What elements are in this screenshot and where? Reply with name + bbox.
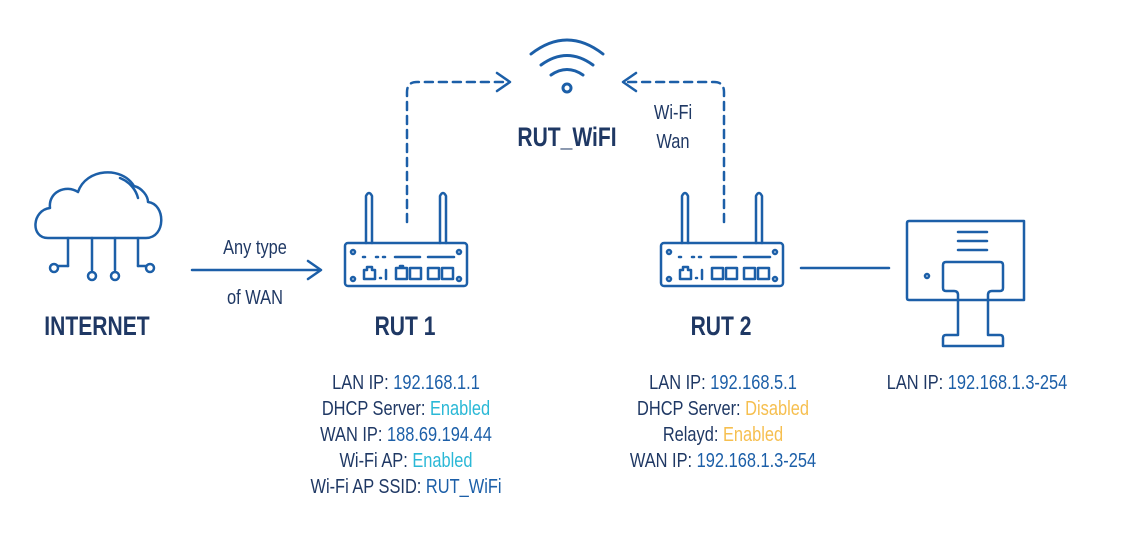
info-key: DHCP Server: [321,398,430,420]
info-value: Enabled [722,424,784,446]
info-key: WAN IP: [320,424,387,446]
info-key: LAN IP: [886,372,948,394]
info-value: 192.168.5.1 [710,372,797,394]
info-row: WAN IP: 188.69.194.44 [283,422,529,448]
router-icon-rut2 [659,191,785,288]
info-key: DHCP Server: [637,398,746,420]
wan-label-top: Any type [223,237,287,259]
router-icon-rut1 [343,191,469,288]
rut1-wifi-link [405,80,510,224]
info-value: 192.168.1.3-254 [696,450,817,472]
rut1-label: RUT 1 [374,311,436,341]
info-value: Enabled [412,450,473,472]
info-key: Relayd: [662,424,723,446]
rut1-wifi-arrowhead [495,71,512,93]
info-key: LAN IP: [649,372,711,394]
info-key: LAN IP: [332,372,394,394]
wifi-wan-label-line1: Wi-Fi [653,102,693,124]
info-value: 192.168.1.1 [393,372,480,394]
info-row: WAN IP: 192.168.1.3-254 [600,448,846,474]
cloud-network-icon [34,171,163,282]
info-key: Wi-Fi AP SSID: [310,476,426,498]
info-row: Relayd: Enabled [600,422,846,448]
wifi-ssid-label: RUT_WiFI [517,122,617,152]
wan-label-bottom: of WAN [227,287,283,309]
internet-label: INTERNET [44,311,150,341]
rut2-label: RUT 2 [690,311,752,341]
wifi-wan-label-line2: Wan [656,131,690,153]
info-row: DHCP Server: Enabled [283,396,529,422]
info-value: Enabled [429,398,491,420]
info-key: WAN IP: [629,450,697,472]
info-row: Wi-Fi AP SSID: RUT_WiFi [283,474,529,500]
wifi-icon [529,38,605,94]
info-value: 192.168.1.3-254 [947,372,1068,394]
info-value: Disabled [745,398,809,420]
info-row: LAN IP: 192.168.5.1 [600,370,846,396]
info-row: DHCP Server: Disabled [600,396,846,422]
info-value: RUT_WiFi [425,476,502,498]
info-row: LAN IP: 192.168.1.1 [283,370,529,396]
rut2-wifi-arrowhead [621,71,638,93]
info-value: 188.69.194.44 [386,424,492,446]
monitor-icon [905,219,1026,348]
info-row: LAN IP: 192.168.1.3-254 [854,370,1100,396]
info-row: Wi-Fi AP: Enabled [283,448,529,474]
wan-link-arrow [190,259,323,281]
info-key: Wi-Fi AP: [339,450,413,472]
rut2-wifi-link [622,80,726,224]
pc-info: LAN IP: 192.168.1.3-254 [854,370,1100,396]
